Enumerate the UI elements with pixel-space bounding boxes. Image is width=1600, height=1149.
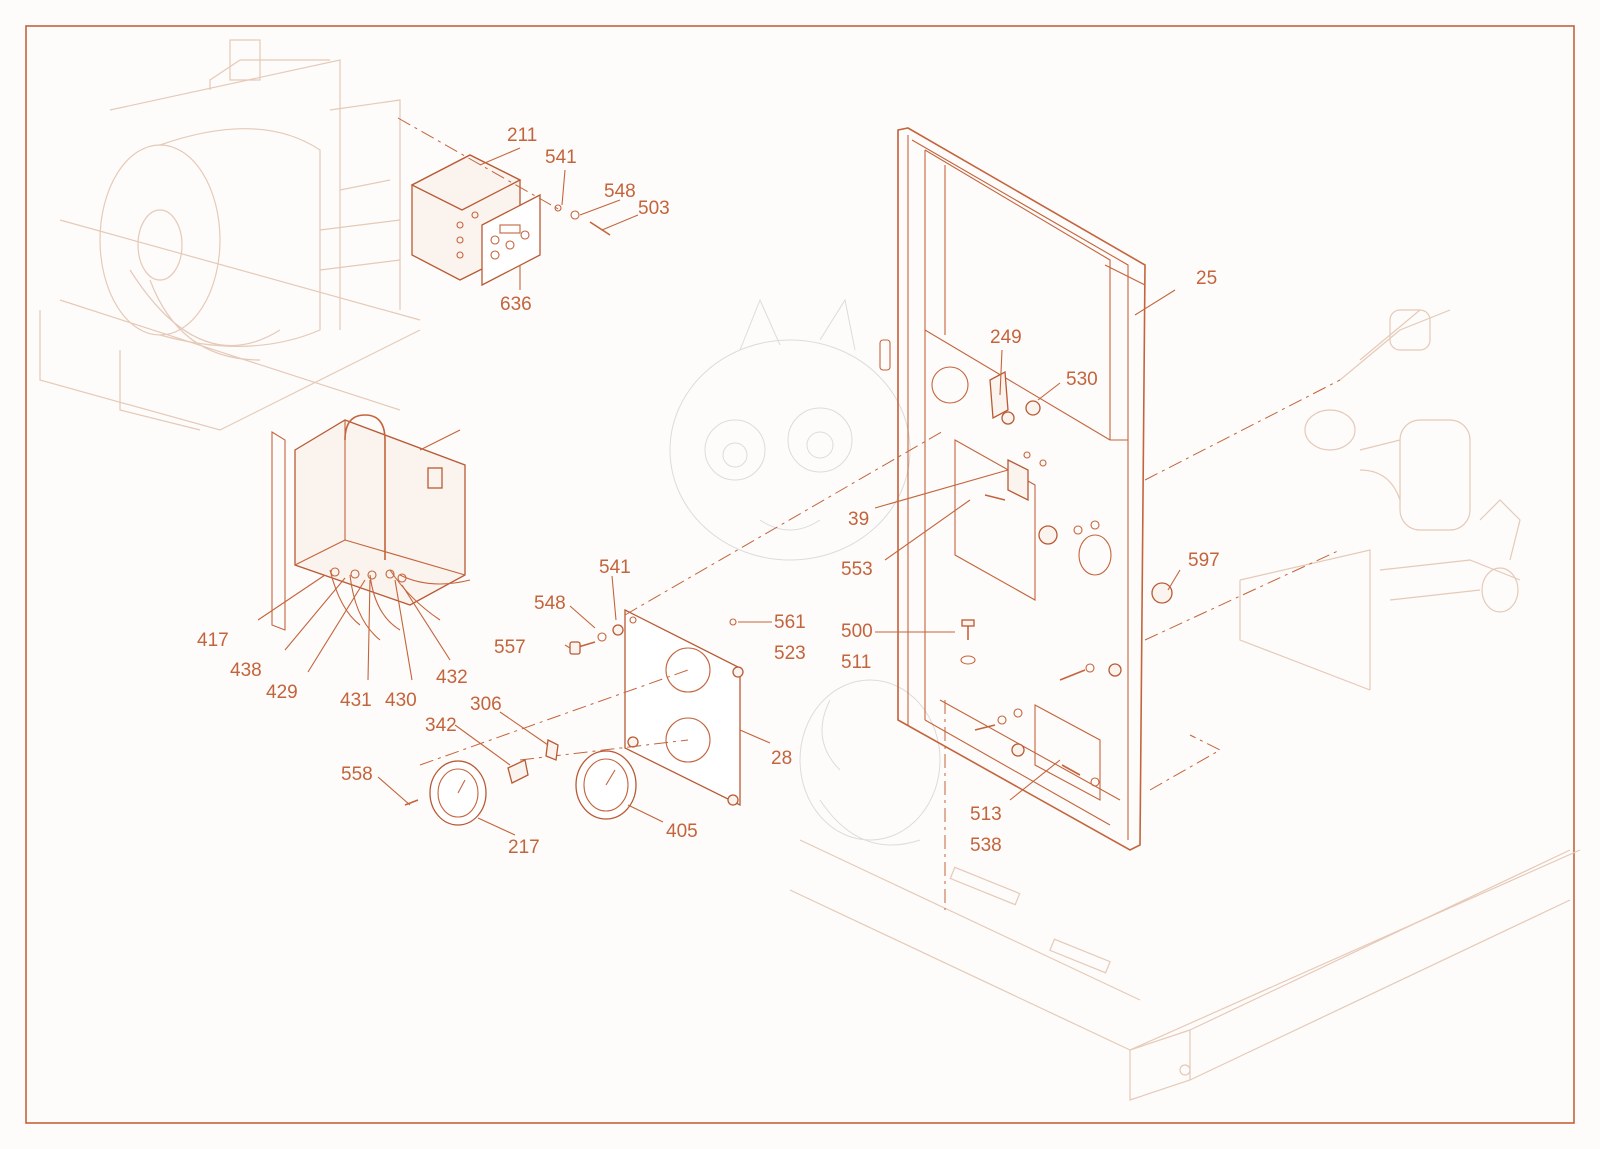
- leader-frame-to-plumbing-top: [1144, 379, 1341, 481]
- callout-429: 429: [266, 682, 298, 703]
- leader-box-to-frame: [397, 117, 561, 211]
- main-frame-25: [879, 127, 1146, 851]
- callout-39: 39: [848, 509, 869, 530]
- wiring-box: [271, 414, 471, 641]
- diagram-border: [25, 25, 1575, 1124]
- callout-530: 530: [1066, 369, 1098, 390]
- watermark-figure: [669, 298, 941, 846]
- callout-438: 438: [230, 660, 262, 681]
- callout-557: 557: [494, 637, 526, 658]
- callout-249: 249: [990, 327, 1022, 348]
- callout-417: 417: [197, 630, 229, 651]
- callout-431: 431: [340, 690, 372, 711]
- callout-405: 405: [666, 821, 698, 842]
- callout-548-mid: 548: [534, 593, 566, 614]
- callout-217: 217: [508, 837, 540, 858]
- gauge-405: [575, 750, 637, 820]
- callout-500: 500: [841, 621, 873, 642]
- callout-636: 636: [500, 294, 532, 315]
- callout-541-mid: 541: [599, 557, 631, 578]
- callout-553: 553: [841, 559, 873, 580]
- callout-541-top: 541: [545, 147, 577, 168]
- leader-frame-to-plumbing-bottom: [1144, 549, 1341, 641]
- panel-overlay-636: [481, 193, 541, 287]
- frame-hardware: [960, 370, 1173, 787]
- fittings-306-342: [404, 739, 559, 806]
- plate-hardware: [569, 618, 737, 655]
- leader-plate-to-frame: [624, 429, 946, 616]
- background-plumbing: [1239, 309, 1521, 691]
- callout-548-top: 548: [604, 181, 636, 202]
- callout-511: 511: [841, 652, 871, 673]
- callout-597: 597: [1188, 550, 1220, 571]
- leader-lines: [257, 147, 1181, 836]
- callout-558: 558: [341, 764, 373, 785]
- callout-561: 561: [774, 612, 806, 633]
- callout-28: 28: [771, 748, 792, 769]
- screws-top: [554, 204, 611, 236]
- callout-513: 513: [970, 804, 1002, 825]
- callout-432: 432: [436, 667, 468, 688]
- callout-503: 503: [638, 198, 670, 219]
- callout-523: 523: [774, 643, 806, 664]
- callout-538: 538: [970, 835, 1002, 856]
- background-reel-assembly: [39, 39, 421, 431]
- callout-430: 430: [385, 690, 417, 711]
- callout-342: 342: [425, 715, 457, 736]
- background-skid: [789, 839, 1581, 1101]
- leader-frame-bottom: [1149, 734, 1222, 791]
- callout-25: 25: [1196, 268, 1217, 289]
- gauge-217: [429, 760, 487, 826]
- gauge-panel-28: [624, 608, 744, 807]
- callout-306: 306: [470, 694, 502, 715]
- callout-211: 211: [507, 125, 537, 146]
